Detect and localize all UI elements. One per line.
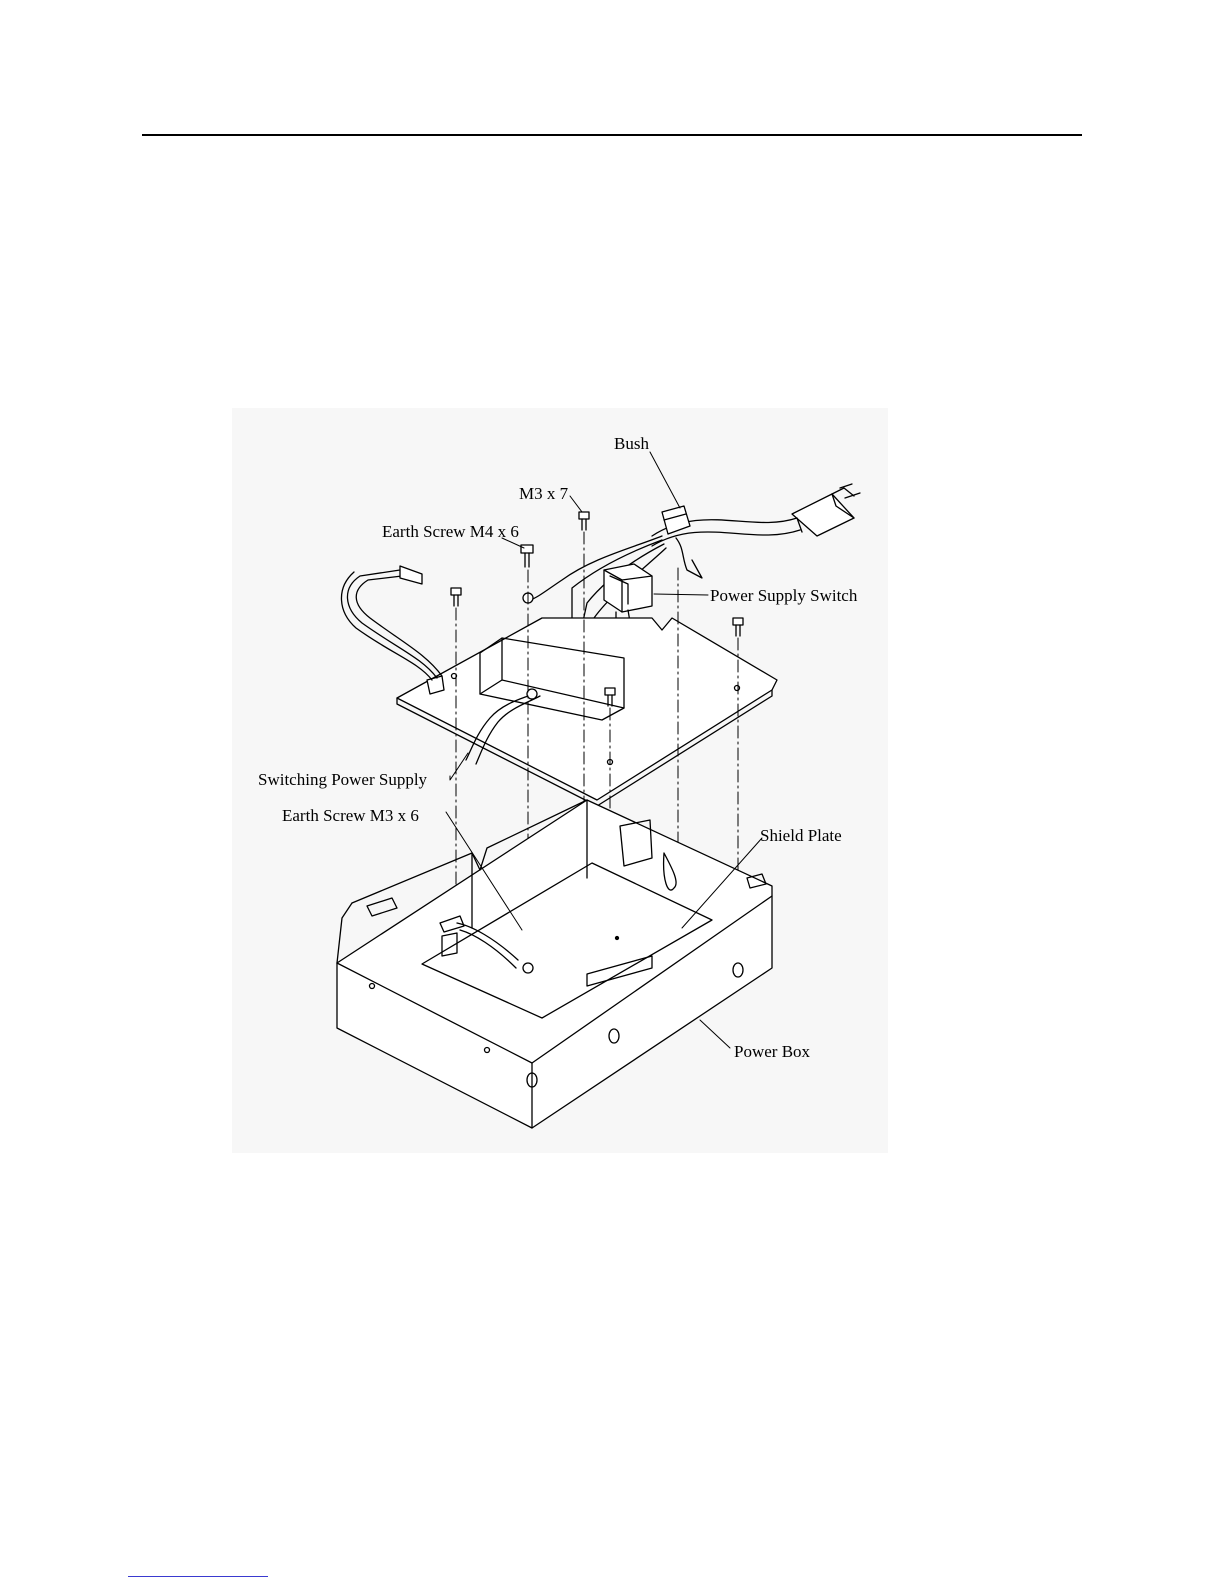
label-earth-screw-m4x6: Earth Screw M4 x 6 [382, 522, 519, 542]
label-earth-screw-m3x6: Earth Screw M3 x 6 [282, 806, 419, 826]
label-power-box: Power Box [734, 1042, 810, 1062]
label-m3x7: M3 x 7 [519, 484, 568, 504]
label-switching-power-supply: Switching Power Supply [258, 770, 427, 790]
exploded-view-figure: Bush M3 x 7 Earth Screw M4 x 6 Power Sup… [232, 408, 888, 1153]
header-rule [142, 134, 1082, 136]
ribbon-cable [341, 566, 442, 680]
label-shield-plate: Shield Plate [760, 826, 842, 846]
label-power-supply-switch: Power Supply Switch [710, 586, 857, 606]
power-supply-switch-drawing [604, 564, 652, 622]
power-box [337, 800, 772, 1128]
label-bush: Bush [614, 434, 649, 454]
bush [662, 506, 690, 534]
footnote-rule [128, 1576, 268, 1577]
